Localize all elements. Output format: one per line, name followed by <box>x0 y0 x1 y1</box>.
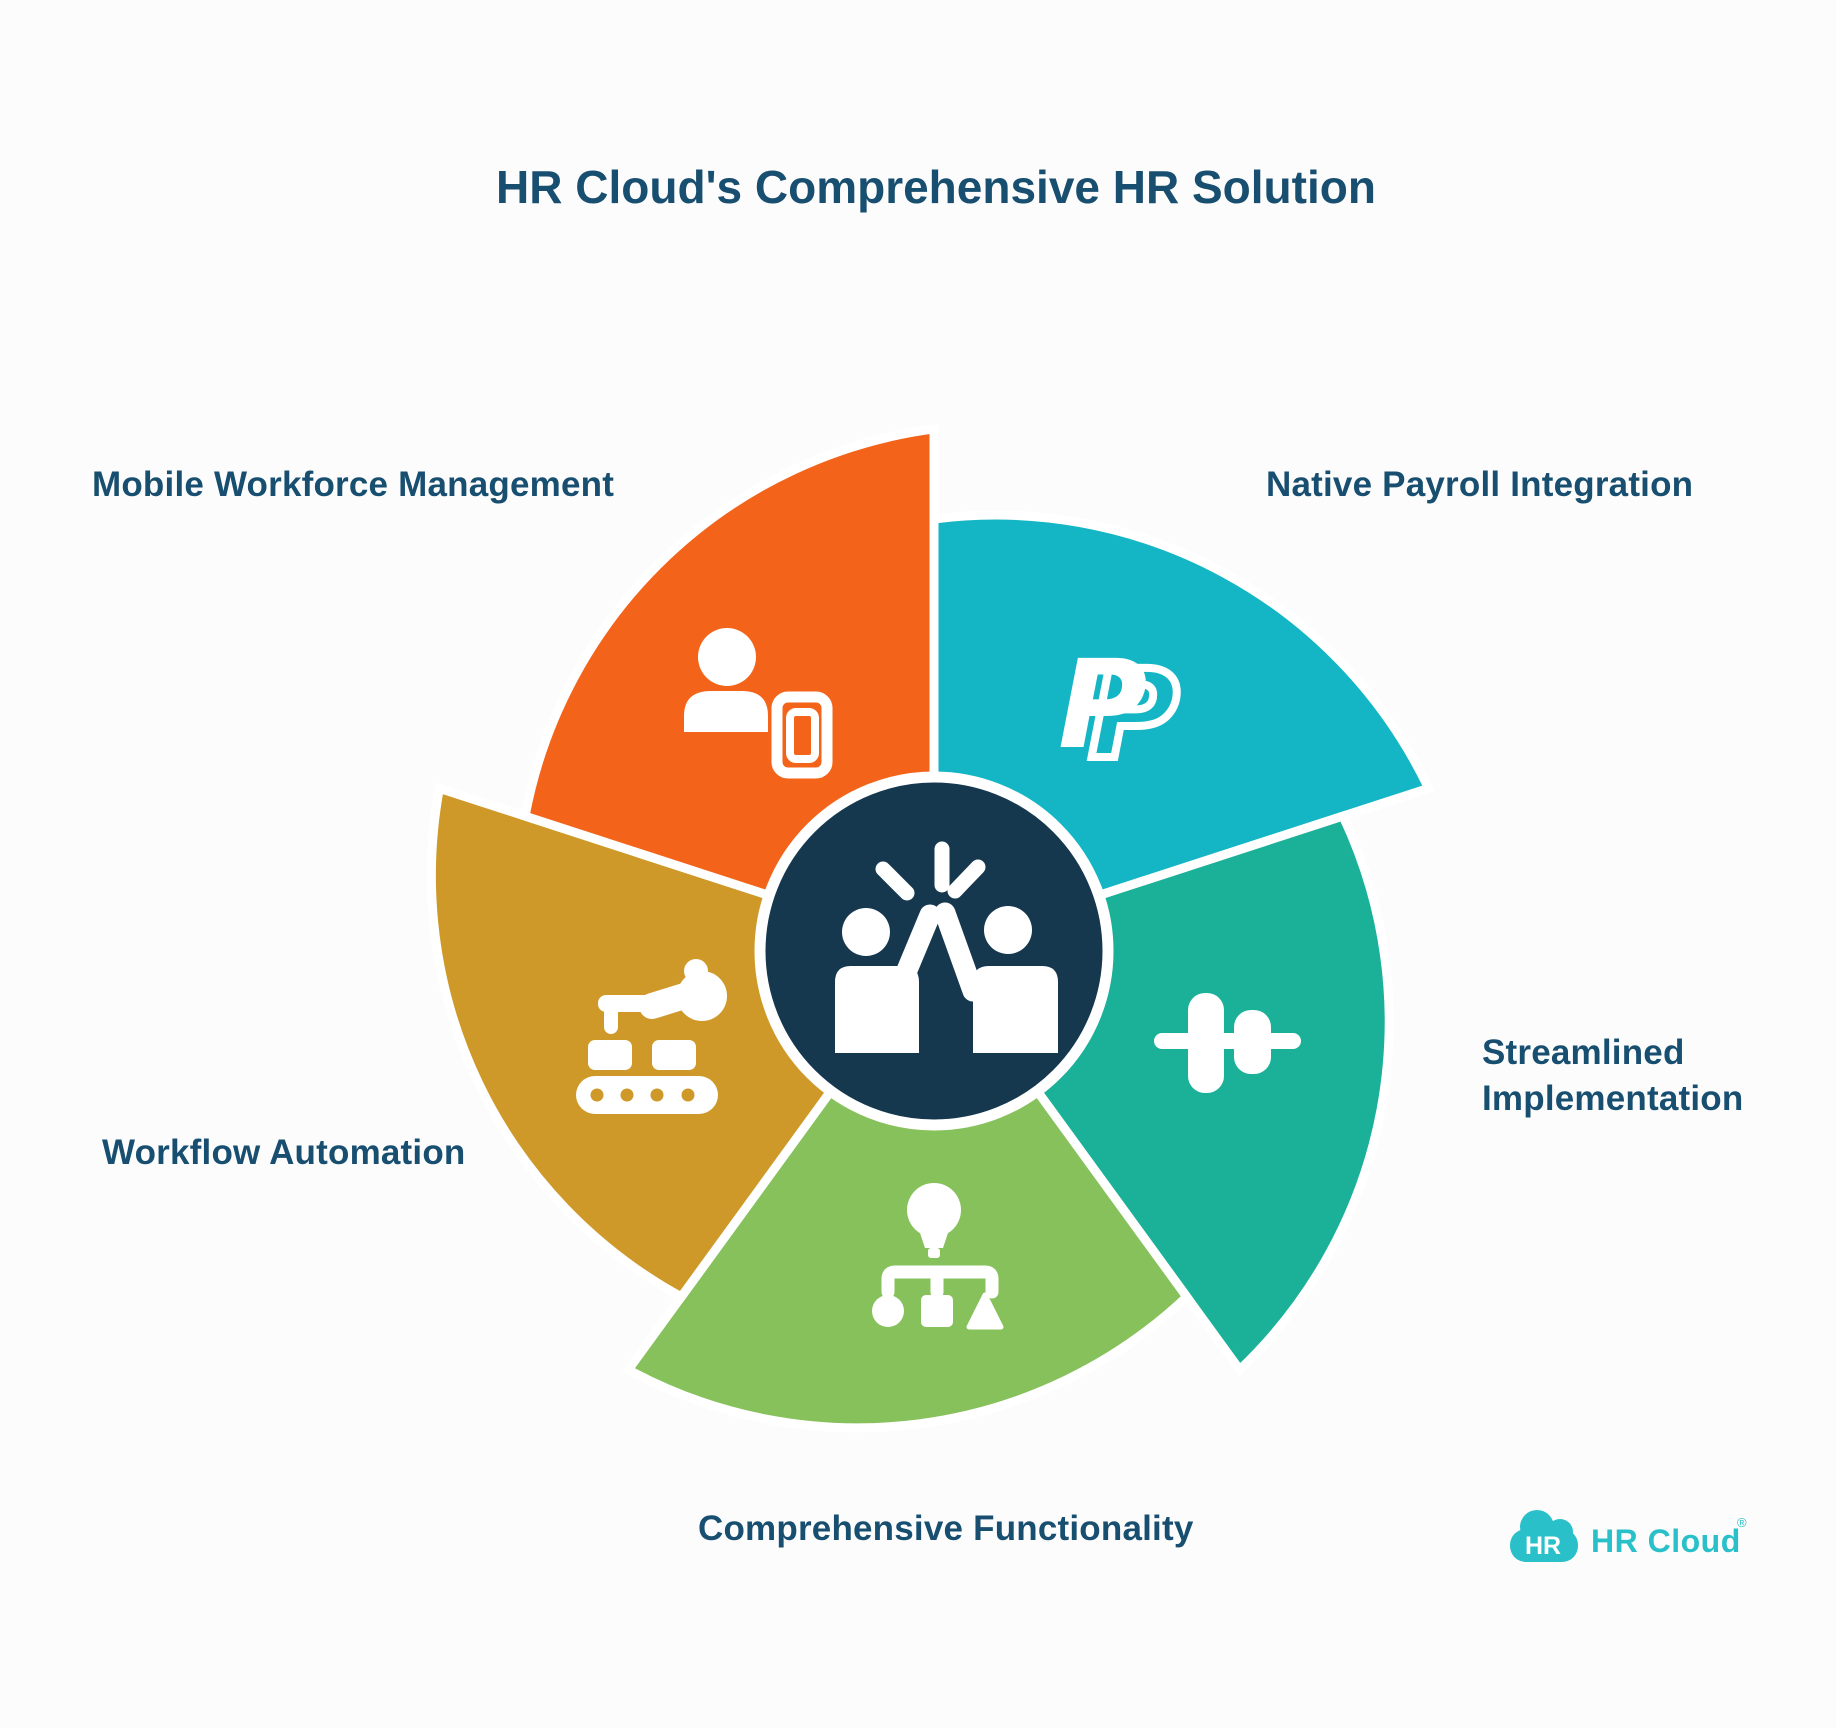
svg-text:P: P <box>1058 634 1147 776</box>
high-five-icon <box>835 841 1058 1053</box>
center-circle <box>754 771 1114 1131</box>
idea-hierarchy-icon <box>872 1183 1004 1330</box>
label-workflow-automation: Workflow Automation <box>102 1133 466 1172</box>
logo-brand-text: HR Cloud <box>1591 1523 1741 1559</box>
logo-cloud-text: HR <box>1525 1532 1561 1560</box>
label-comprehensive-functionality: Comprehensive Functionality <box>698 1509 1194 1548</box>
label-native-payroll-integration: Native Payroll Integration <box>1266 465 1694 504</box>
logo-registered-mark: ® <box>1737 1515 1747 1530</box>
connector-plug-icon <box>1154 993 1301 1093</box>
label-mobile-workforce-management: Mobile Workforce Management <box>92 465 615 504</box>
svg-text:P: P <box>1089 644 1178 786</box>
robot-conveyor-icon <box>576 959 727 1114</box>
segment-comprehensive-functionality <box>621 941 1193 1433</box>
label-streamlined-implementation: Streamlined Implementation <box>1482 1033 1744 1118</box>
conveyor-dots <box>590 1088 695 1102</box>
person-with-phone-icon <box>684 628 833 779</box>
paypal-icon: P P <box>1058 634 1182 790</box>
page-title: HR Cloud's Comprehensive HR Solution <box>496 161 1376 213</box>
cloud-icon <box>1510 1510 1578 1562</box>
hrcloud-logo: HR HR Cloud ® <box>1510 1510 1747 1562</box>
